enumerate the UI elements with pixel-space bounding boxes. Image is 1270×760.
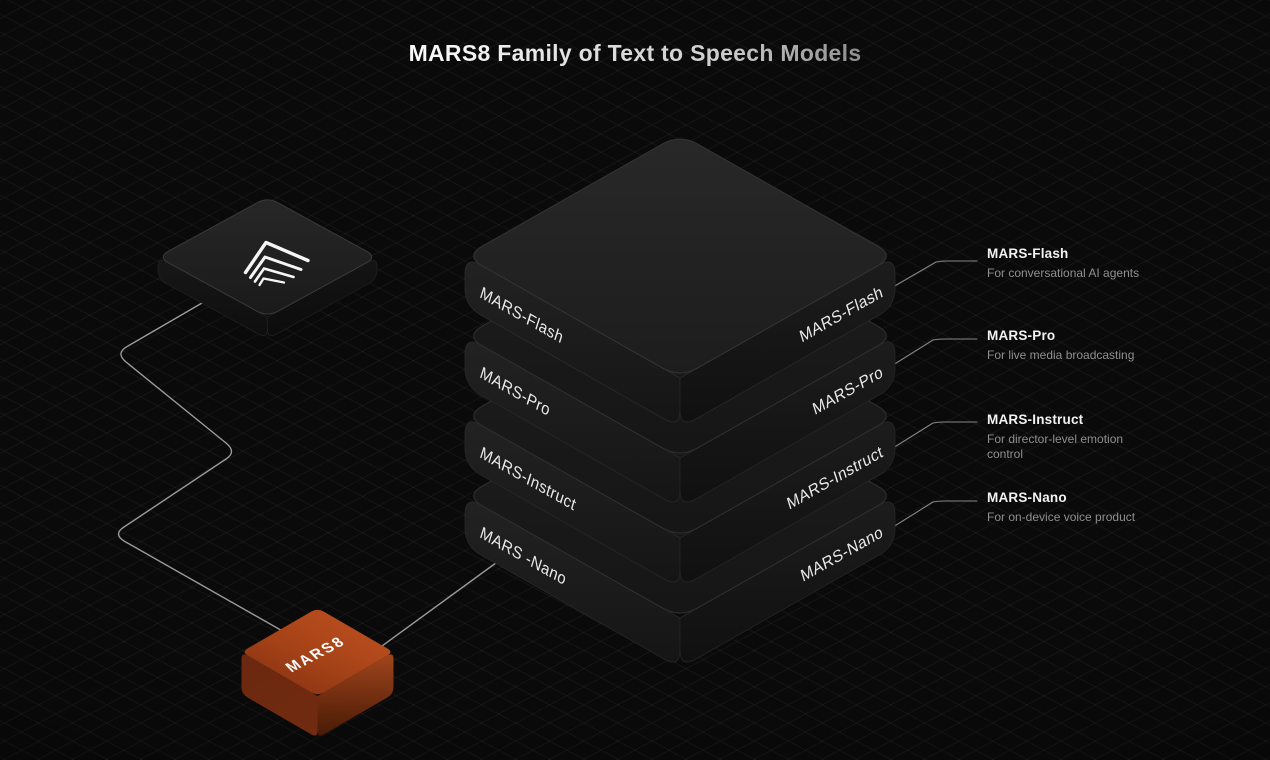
slab-flash-top-face [473, 138, 887, 374]
annotation-description: For live media broadcasting [987, 348, 1135, 362]
annotation-description: For director-level emotion control [987, 432, 1124, 461]
slab-flash-right-face [679, 261, 896, 423]
slab-pro-left-face [464, 341, 681, 503]
mars8-cube-top-face [244, 609, 391, 695]
slab-pro-right-face [679, 341, 896, 503]
mars8-cube: MARS8 [241, 609, 394, 736]
annotation-description: For conversational AI agents [987, 266, 1140, 280]
chip-to-cube-connector [117, 302, 294, 638]
mars8-cube-right-face [317, 654, 394, 736]
mars8-cube-left-face [241, 654, 318, 736]
annotation-mars-nano: MARS-Nano For on-device voice product [987, 491, 1157, 525]
annotation-title: MARS-Flash [987, 246, 1069, 261]
leader-line-flash [892, 260, 978, 288]
page-title: MARS8 Family of Text to Speech Models [408, 40, 862, 66]
slab-instruct-left-face [464, 421, 681, 583]
slab-flash-left-face [464, 261, 681, 423]
slab-nano-left-face [464, 501, 681, 663]
logo-chip-right-face [267, 259, 378, 337]
slab-instruct-right-face [679, 421, 896, 583]
leader-line-instruct [892, 421, 978, 449]
annotation-description: For on-device voice product [987, 510, 1136, 524]
annotation-mars-flash: MARS-Flash For conversational AI agents [987, 247, 1157, 281]
annotation-title: MARS-Instruct [987, 412, 1084, 427]
slab-flash: MARS-Flash MARS-Flash [464, 138, 896, 423]
leader-line-nano [892, 500, 978, 528]
annotation-mars-pro: MARS-Pro For live media broadcasting [987, 329, 1157, 363]
annotation-leader-lines [892, 260, 978, 528]
connector-lines [117, 302, 501, 663]
logo-chip [157, 199, 378, 337]
logo-chip-left-face [157, 259, 268, 337]
cube-to-stack-connector [359, 559, 501, 663]
title-bar: MARS8 Family of Text to Speech Models [0, 40, 1270, 67]
annotation-mars-instruct: MARS-Instruct For director-level emotion… [987, 413, 1157, 462]
nested-chevron-logo-icon [243, 240, 310, 287]
annotation-title: MARS-Nano [987, 490, 1067, 505]
leader-line-pro [892, 338, 978, 366]
annotation-title: MARS-Pro [987, 328, 1056, 343]
slab-nano-right-face [679, 501, 896, 663]
